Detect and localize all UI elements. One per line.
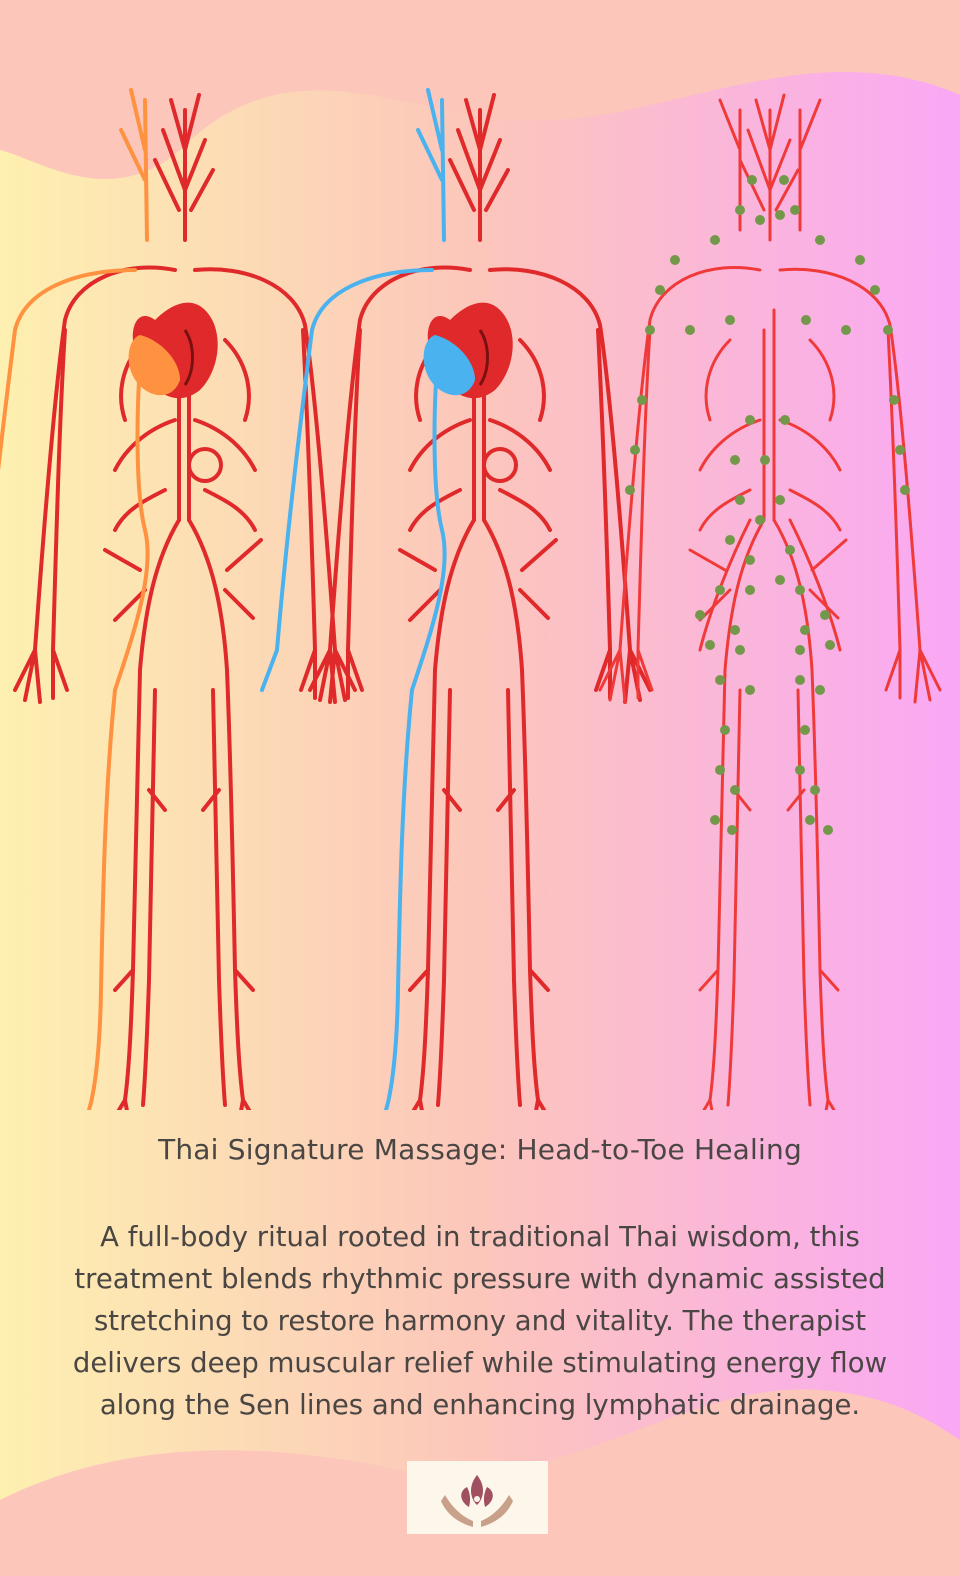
description-text: A full-body ritual rooted in traditional… xyxy=(72,1221,888,1421)
lymph-nodes xyxy=(625,175,910,835)
lotus-hands-logo-icon xyxy=(441,1475,513,1527)
heart-icon xyxy=(128,302,218,399)
anatomy-illustrations xyxy=(0,88,942,1110)
circulatory-system-orange-figure-icon xyxy=(0,88,357,1110)
heart-icon xyxy=(423,302,513,399)
page-title: Thai Signature Massage: Head-to-Toe Heal… xyxy=(158,1133,802,1166)
circulatory-system-blue-figure-icon xyxy=(260,88,652,1110)
lymphatic-system-figure-icon xyxy=(598,93,942,1110)
spa-logo xyxy=(407,1461,548,1534)
